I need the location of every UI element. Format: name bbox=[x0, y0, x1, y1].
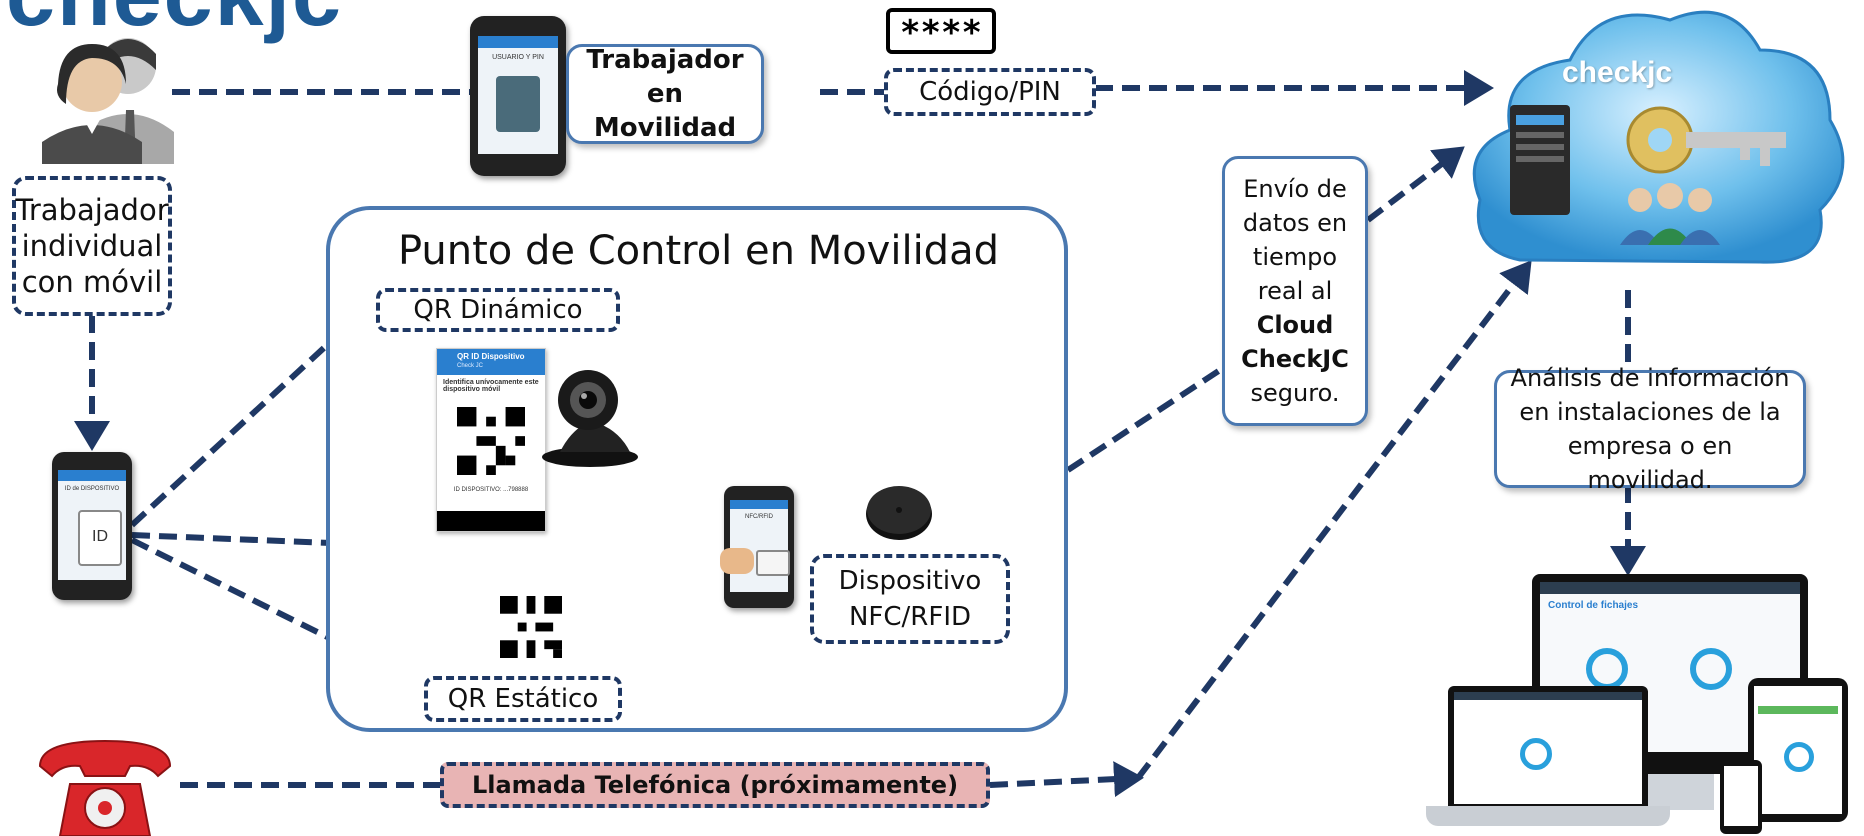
qr-screen: QR ID Dispositivo Check JC Identifica un… bbox=[436, 348, 546, 532]
phone-nfc-header bbox=[730, 500, 788, 509]
qr-static-label: QR Estático bbox=[447, 684, 599, 714]
desktop-topbar bbox=[1540, 582, 1800, 594]
phone-left-header bbox=[58, 470, 126, 481]
hand-icon bbox=[720, 548, 754, 574]
qr-dynamic-box: QR Dinámico bbox=[376, 288, 620, 332]
laptop bbox=[1448, 686, 1648, 806]
cloud-send-bold1: Cloud bbox=[1256, 311, 1334, 339]
cloud-send-bold2: CheckJC bbox=[1241, 345, 1349, 373]
tablet-bar bbox=[1758, 706, 1838, 714]
cloud-send-box: Envío de datos en tiempo real al Cloud C… bbox=[1222, 156, 1368, 426]
phone-left: ID de DISPOSITIVO ID bbox=[52, 452, 132, 600]
control-point-title: Punto de Control en Movilidad bbox=[398, 228, 999, 274]
smartphone-screen bbox=[1724, 766, 1758, 826]
phone-nfc-screen: NFC/RFID bbox=[720, 500, 790, 592]
pin-symbol: **** bbox=[900, 13, 982, 53]
tablet bbox=[1748, 678, 1848, 822]
qr-screen-id: ID DISPOSITIVO: ...798888 bbox=[453, 487, 529, 493]
qr-screen-header: QR ID Dispositivo Check JC bbox=[437, 349, 545, 375]
nfc-device-box: Dispositivo NFC/RFID bbox=[810, 554, 1010, 644]
laptop-base bbox=[1426, 806, 1670, 826]
cloud-send-line4: real al bbox=[1257, 277, 1333, 305]
webcam-icon bbox=[542, 370, 638, 467]
tablet-screen bbox=[1754, 686, 1842, 814]
phone-left-text: ID de DISPOSITIVO bbox=[64, 486, 120, 492]
phone-call-label: Llamada Telefónica (próximamente) bbox=[471, 771, 959, 799]
laptop-topbar bbox=[1454, 692, 1642, 700]
qr-dynamic-label: QR Dinámico bbox=[413, 295, 583, 325]
phone-nfc: NFC/RFID bbox=[720, 486, 794, 608]
qr-screen-navbar bbox=[437, 511, 545, 531]
qr-static-box: QR Estático bbox=[424, 676, 622, 722]
cloud-send-line3: tiempo bbox=[1252, 243, 1338, 271]
smartphone bbox=[1720, 760, 1762, 834]
donut-1 bbox=[1586, 648, 1628, 690]
nfc-tag-icon bbox=[866, 486, 932, 540]
tablet-donut bbox=[1784, 742, 1814, 772]
phone-left-screen: ID de DISPOSITIVO ID bbox=[58, 470, 126, 580]
pin-label: Código/PIN bbox=[919, 77, 1061, 107]
phone-call-box: Llamada Telefónica (próximamente) bbox=[440, 762, 990, 808]
phone-top-text: USUARIO Y PIN bbox=[492, 54, 544, 61]
phone-top: USUARIO Y PIN bbox=[470, 16, 566, 176]
individual-worker-box: Trabajador individual con móvil bbox=[12, 176, 172, 316]
dashboard-title: Control de fichajes bbox=[1548, 600, 1639, 611]
individual-worker-label: Trabajador individual con móvil bbox=[15, 193, 169, 299]
qr-code-dynamic-icon bbox=[457, 407, 525, 475]
cloud-logo: checkjc bbox=[1562, 56, 1673, 89]
analysis-box: Análisis de información en instalaciones… bbox=[1494, 364, 1806, 494]
cloud-send-line2: datos en bbox=[1242, 209, 1348, 237]
id-card-label: ID bbox=[92, 528, 108, 545]
cloud-icon bbox=[1472, 10, 1845, 264]
qr-screen-text: Identifica unívocamente este dispositivo… bbox=[443, 379, 539, 393]
keypad-icon bbox=[496, 76, 540, 132]
qr-code-static-icon bbox=[500, 596, 562, 658]
laptop-screen bbox=[1454, 692, 1642, 804]
nfc-device-label: Dispositivo NFC/RFID bbox=[838, 566, 982, 632]
partial-logo-text: checkjc bbox=[6, 0, 343, 46]
cloud-send-line5: seguro. bbox=[1250, 379, 1340, 407]
nfc-card-icon bbox=[756, 550, 790, 576]
donut-2 bbox=[1690, 648, 1732, 690]
id-card-icon: ID bbox=[78, 510, 122, 566]
pin-label-box: Código/PIN bbox=[884, 68, 1096, 116]
laptop-donut bbox=[1520, 738, 1552, 770]
telephone-icon bbox=[38, 739, 172, 836]
mobile-worker-label: Trabajador en Movilidad bbox=[586, 45, 744, 143]
phone-nfc-text: NFC/RFID bbox=[745, 514, 773, 520]
qr-screen-sub: Check JC bbox=[457, 363, 484, 369]
cloud-send-line1: Envío de bbox=[1243, 175, 1347, 203]
workers-icon bbox=[42, 38, 174, 164]
phone-top-header bbox=[478, 36, 558, 48]
phone-top-screen: USUARIO Y PIN bbox=[478, 36, 558, 154]
qr-screen-title: QR ID Dispositivo bbox=[457, 352, 525, 361]
pin-symbol-box: **** bbox=[886, 8, 996, 54]
mobile-worker-box: Trabajador en Movilidad bbox=[566, 44, 764, 144]
analysis-label: Análisis de información en instalaciones… bbox=[1510, 364, 1790, 494]
